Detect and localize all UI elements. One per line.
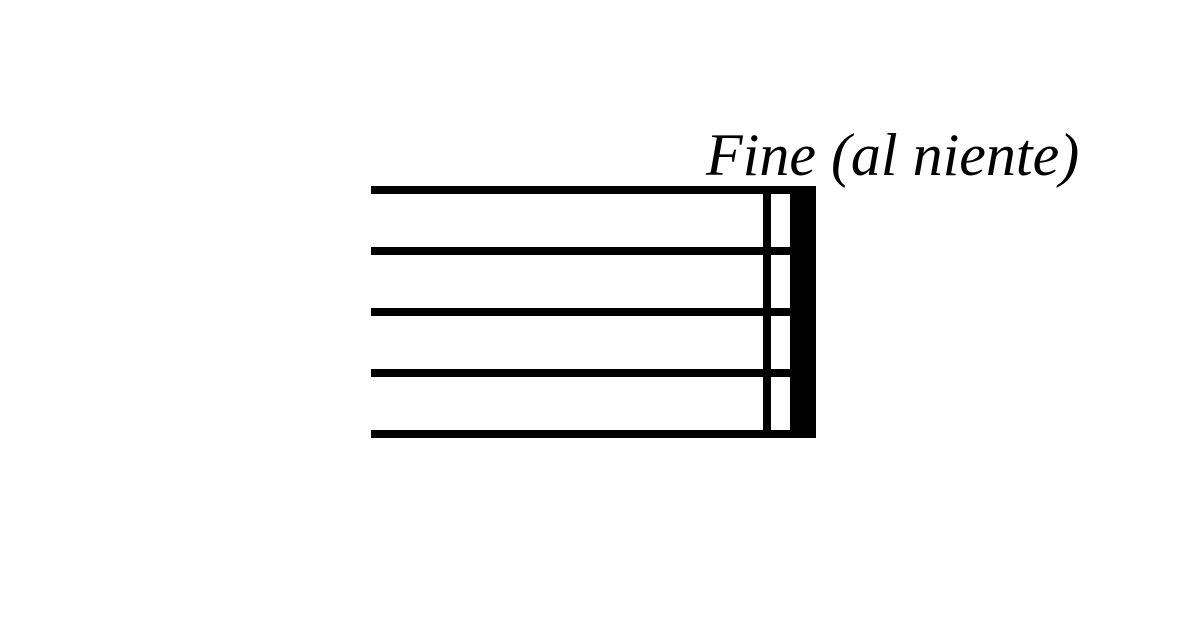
staff-line-4: [371, 369, 790, 377]
final-barline-thin: [763, 186, 771, 438]
staff-line-2: [371, 247, 790, 255]
staff-line-5: [371, 430, 790, 438]
staff-line-3: [371, 308, 790, 316]
fine-marking: Fine (al niente): [706, 122, 1080, 188]
final-barline-thick: [790, 186, 816, 438]
staff-line-1: [371, 186, 790, 194]
